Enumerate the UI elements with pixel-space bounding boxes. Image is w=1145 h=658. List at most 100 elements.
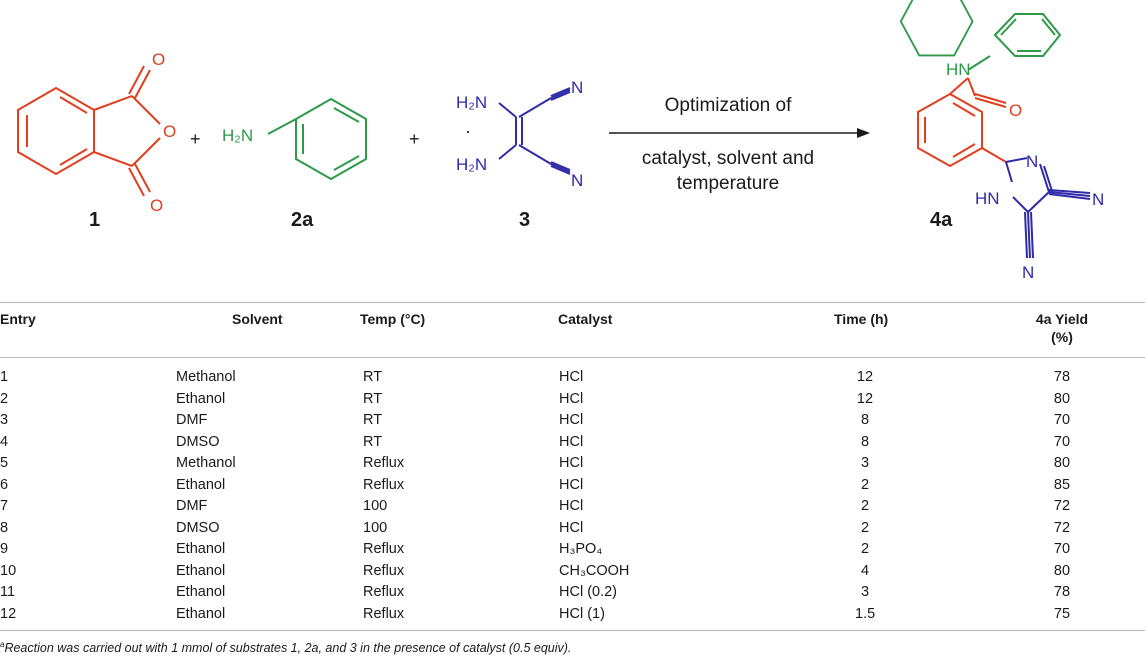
- entry-cell: 2: [0, 390, 9, 407]
- yield-cell: 78: [1053, 584, 1071, 600]
- product-4a-imidazole: [1005, 157, 1091, 259]
- header-time: Time (h): [834, 311, 889, 327]
- compound-1-atom-o-top: O: [152, 50, 165, 69]
- entry-cell: 11: [0, 584, 16, 600]
- catalyst-cell: HCl (0.2): [559, 584, 618, 600]
- compound-1-structure: [17, 65, 161, 197]
- solvent-cell: Ethanol: [176, 476, 226, 493]
- time-cell: 12: [856, 369, 874, 385]
- compound-1-atom-o-ring: O: [163, 122, 176, 141]
- temp-cell: RT: [363, 412, 383, 428]
- plus-sign-1: +: [190, 129, 201, 149]
- footnote-text: Reaction was carried out with 1 mmol of …: [4, 641, 572, 656]
- solvent-cell: Ethanol: [176, 541, 226, 557]
- table-footnote: aReaction was carried out with 1 mmol of…: [0, 640, 571, 655]
- time-cell: 4: [860, 562, 870, 579]
- solvent-cell: Ethanol: [176, 584, 226, 600]
- temp-cell: Reflux: [363, 584, 405, 600]
- arrow-condition-line2: catalyst, solvent and: [642, 148, 814, 169]
- product-4a-phenylamine: [899, 0, 1062, 71]
- catalyst-cell: HCl: [559, 369, 584, 385]
- compound-3-structure: [498, 87, 571, 175]
- product-4a-nitrile-right: N: [1092, 190, 1104, 209]
- solvent-cell: DMF: [176, 498, 208, 514]
- entry-cell: 1: [0, 369, 9, 385]
- compound-2a-amine: H₂N: [222, 126, 253, 145]
- plus-sign-2: +: [409, 129, 420, 149]
- solvent-cell: DMSO: [176, 433, 220, 450]
- time-cell: 8: [860, 433, 870, 450]
- time-cell: 2: [860, 476, 870, 493]
- compound-3-label: 3: [519, 209, 530, 231]
- yield-cell: 70: [1053, 433, 1071, 450]
- entry-cell: 4: [0, 433, 9, 450]
- compound-2a-label: 2a: [291, 209, 314, 231]
- temp-cell: Reflux: [363, 541, 405, 557]
- compound-3-dot: ·: [465, 121, 471, 141]
- product-4a-carbonyl-o: O: [1009, 101, 1022, 120]
- header-temp: Temp (°C): [360, 311, 426, 327]
- product-4a-benzamide: [917, 77, 1007, 168]
- time-cell: 2: [860, 541, 870, 557]
- compound-3-amine-bottom: H₂N: [456, 155, 487, 174]
- catalyst-cell: HCl: [559, 390, 584, 407]
- solvent-cell: DMF: [176, 412, 208, 428]
- header-solvent: Solvent: [232, 311, 283, 327]
- catalyst-cell: HCl (1): [559, 605, 605, 622]
- solvent-cell: Ethanol: [176, 390, 226, 407]
- table-top-rule: [0, 302, 1145, 303]
- entry-cell: 6: [0, 476, 9, 493]
- time-cell: 1.5: [855, 605, 876, 622]
- solvent-cell: Methanol: [176, 369, 236, 385]
- catalyst-cell: HCl: [559, 498, 584, 514]
- time-cell: 3: [860, 455, 870, 471]
- temp-cell: Reflux: [363, 562, 405, 579]
- yield-cell: 70: [1053, 541, 1071, 557]
- table-header-rule: [0, 357, 1145, 358]
- temp-cell: 100: [363, 519, 388, 536]
- catalyst-cell: HCl: [559, 412, 584, 428]
- catalyst-cell: H₃PO₄: [559, 541, 603, 557]
- product-4a-amide-nh: HN: [946, 60, 971, 79]
- footnote-marker: a: [0, 640, 5, 649]
- arrow-condition-line1: Optimization of: [665, 95, 792, 116]
- header-entry: Entry: [0, 311, 36, 327]
- temp-cell: Reflux: [363, 455, 405, 471]
- header-yield: 4a Yield (%): [1019, 311, 1105, 345]
- time-cell: 8: [860, 412, 870, 428]
- catalyst-cell: HCl: [559, 476, 584, 493]
- yield-cell: 78: [1053, 369, 1071, 385]
- temp-cell: RT: [363, 369, 383, 385]
- compound-3-nitrile-bottom: N: [571, 171, 583, 190]
- yield-cell: 80: [1053, 455, 1071, 471]
- solvent-cell: Ethanol: [176, 605, 226, 622]
- time-cell: 2: [860, 498, 870, 514]
- yield-cell: 70: [1053, 412, 1071, 428]
- product-4a-imidazole-nh: HN: [975, 189, 1000, 208]
- entry-cell: 10: [0, 562, 17, 579]
- temp-cell: RT: [363, 390, 383, 407]
- yield-cell: 85: [1053, 476, 1071, 493]
- solvent-cell: DMSO: [176, 519, 220, 536]
- yield-cell: 72: [1053, 519, 1071, 536]
- compound-2a-structure: [267, 97, 367, 181]
- compound-1-label: 1: [89, 209, 100, 231]
- reaction-scheme: O O O 1 + H₂N 2a + H₂N H₂N N N · 3 Optim…: [17, 0, 1104, 282]
- header-yield-line2: (%): [1051, 329, 1073, 345]
- yield-cell: 75: [1053, 605, 1071, 622]
- table-row: 1 Methanol RT HCl 12 78: [0, 369, 1145, 390]
- time-cell: 2: [860, 519, 870, 536]
- header-catalyst: Catalyst: [558, 311, 613, 327]
- entry-cell: 8: [0, 519, 9, 536]
- product-4a-imidazole-n: N: [1026, 152, 1038, 171]
- catalyst-cell: HCl: [559, 455, 584, 471]
